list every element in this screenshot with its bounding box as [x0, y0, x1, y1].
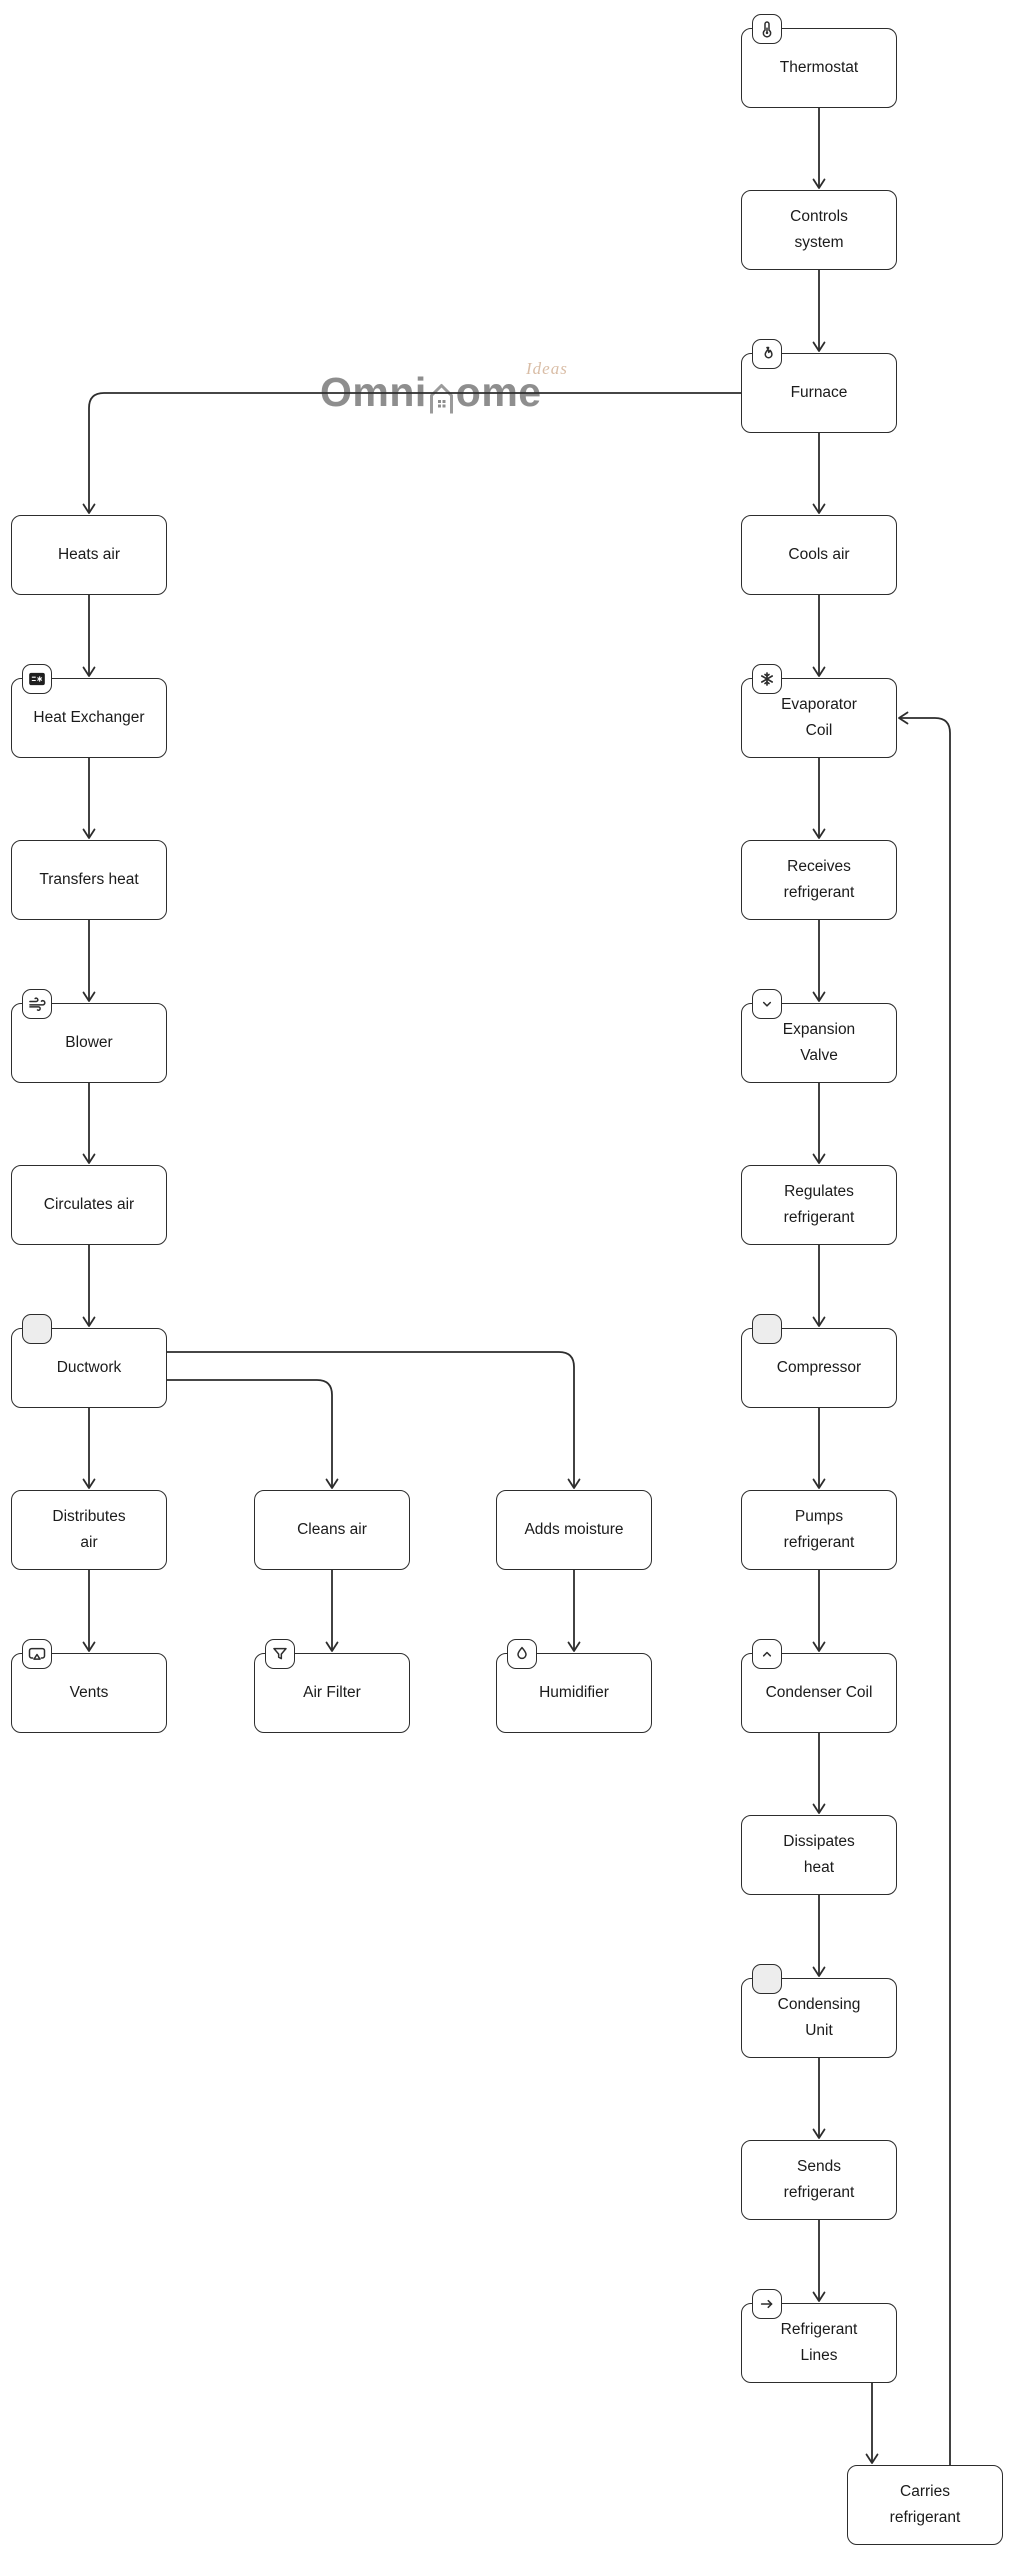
heat-exchanger-icon — [22, 664, 52, 694]
brand-tagline: Ideas — [526, 359, 568, 378]
node-label: Thermostat — [779, 59, 859, 77]
node-pumps-refrigerant: Pumps refrigerant — [741, 1490, 897, 1570]
node-label: Evaporator — [781, 696, 857, 714]
node-regulates-refrigerant: Regulates refrigerant — [741, 1165, 897, 1245]
node-label: Valve — [800, 1047, 838, 1064]
edge-furnace-heats-air — [82, 392, 741, 514]
node-compressor: Compressor — [741, 1314, 897, 1408]
node-blower: Blower — [11, 989, 167, 1083]
node-ductwork: Ductwork — [11, 1314, 167, 1408]
node-label: Vents — [69, 1684, 109, 1702]
vent-icon — [22, 1639, 52, 1669]
node-condenser-coil: Condenser Coil — [741, 1639, 897, 1733]
node-label: Blower — [65, 1034, 113, 1052]
node-vents: Vents — [11, 1639, 167, 1733]
node-label: refrigerant — [783, 1209, 855, 1226]
node-label: Unit — [805, 2022, 833, 2039]
node-label: Expansion — [782, 1021, 856, 1039]
node-label: Controls — [790, 208, 848, 226]
node-label: Lines — [800, 2347, 838, 2364]
node-label: Air Filter — [303, 1684, 361, 1702]
node-label: refrigerant — [783, 1534, 855, 1551]
node-label: Distributes — [52, 1508, 126, 1526]
node-label: Receives — [787, 858, 851, 876]
node-label: Condensing — [777, 1996, 861, 2014]
node-label: Coil — [805, 722, 833, 739]
edge-ductwork-adds-moisture — [167, 1351, 581, 1489]
node-cleans-air: Cleans air — [254, 1490, 410, 1570]
node-label: Condenser Coil — [765, 1684, 873, 1702]
edge-carries-refrigerant-evaporator-coil — [898, 711, 951, 2465]
node-label: Pumps — [794, 1508, 844, 1526]
node-label: Regulates — [784, 1183, 854, 1201]
droplet-icon — [507, 1639, 537, 1669]
node-label: Cools air — [788, 546, 850, 564]
node-receives-refrigerant: Receives refrigerant — [741, 840, 897, 920]
node-label: air — [80, 1534, 98, 1551]
node-label: Compressor — [776, 1359, 862, 1377]
brand-text-after: ome — [455, 369, 542, 415]
node-thermostat: Thermostat — [741, 14, 897, 108]
brand-watermark: Omni ome Ideas — [320, 359, 567, 415]
node-dissipates-heat: Dissipates heat — [741, 1815, 897, 1895]
node-carries-refrigerant: Carries refrigerant — [847, 2465, 1003, 2545]
node-label: Sends — [797, 2158, 841, 2176]
brand-text: Omni ome — [320, 369, 542, 415]
empty-badge — [22, 1314, 52, 1344]
node-air-filter: Air Filter — [254, 1639, 410, 1733]
node-heat-exchanger: Heat Exchanger — [11, 664, 167, 758]
node-label: Carries — [900, 2483, 950, 2501]
node-heats-air: Heats air — [11, 515, 167, 595]
node-transfers-heat: Transfers heat — [11, 840, 167, 920]
node-label: Furnace — [790, 384, 848, 402]
node-circulates-air: Circulates air — [11, 1165, 167, 1245]
wind-icon — [22, 989, 52, 1019]
node-label: Adds moisture — [524, 1521, 624, 1539]
filter-icon — [265, 1639, 295, 1669]
empty-badge — [752, 1964, 782, 1994]
empty-badge — [752, 1314, 782, 1344]
node-label: system — [794, 234, 844, 251]
node-label: Humidifier — [539, 1684, 609, 1702]
node-label: refrigerant — [783, 2184, 855, 2201]
node-distributes-air: Distributes air — [11, 1490, 167, 1570]
node-label: Cleans air — [297, 1521, 367, 1539]
node-label: Heat Exchanger — [33, 709, 145, 727]
thermometer-icon — [752, 14, 782, 44]
node-label: Dissipates — [783, 1833, 855, 1851]
node-label: heat — [803, 1859, 835, 1876]
node-label: Heats air — [57, 546, 121, 564]
node-label: Ductwork — [56, 1359, 122, 1377]
node-label: refrigerant — [783, 884, 855, 901]
node-adds-moisture: Adds moisture — [496, 1490, 652, 1570]
node-label: Refrigerant — [780, 2321, 858, 2339]
arrow-right-icon — [752, 2289, 782, 2319]
node-furnace: Furnace — [741, 339, 897, 433]
node-controls-system: Controls system — [741, 190, 897, 270]
chevron-down-icon — [752, 989, 782, 1019]
node-label: refrigerant — [889, 2509, 961, 2526]
node-cools-air: Cools air — [741, 515, 897, 595]
node-label: Circulates air — [43, 1196, 135, 1214]
flame-icon — [752, 339, 782, 369]
edge-ductwork-cleans-air — [167, 1379, 339, 1489]
node-sends-refrigerant: Sends refrigerant — [741, 2140, 897, 2220]
house-icon — [429, 384, 453, 414]
node-humidifier: Humidifier — [496, 1639, 652, 1733]
brand-text-before: Omni — [320, 369, 427, 415]
chevron-up-icon — [752, 1639, 782, 1669]
snowflake-icon — [752, 664, 782, 694]
node-label: Transfers heat — [39, 871, 139, 889]
